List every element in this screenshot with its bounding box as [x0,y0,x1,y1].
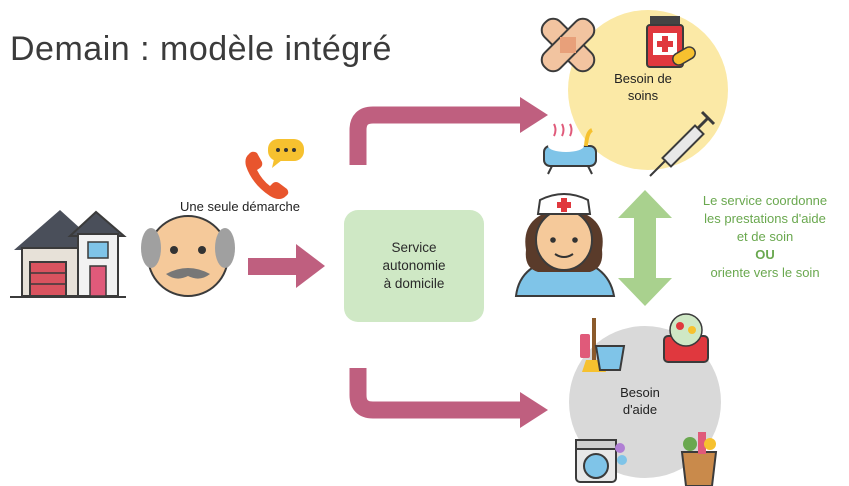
coordination-double-arrow [618,190,672,306]
help-need-line-2: d'aide [622,402,658,417]
coordination-line-5: oriente vers le soin [710,265,820,280]
service-line-1: Service [391,240,437,255]
grocery-bag-icon [680,432,718,486]
service-line-2: autonomie [382,258,446,273]
medicine-bottle-icon [646,16,696,68]
help-need-label: Besoin d'aide [585,384,695,418]
bandage-icon [540,17,596,73]
arrow-to-service [248,244,325,288]
coordination-line-1: Le service coordonne [702,193,828,208]
house-icon [10,210,127,298]
coordination-line-3: et de soin [736,229,794,244]
help-need-line-1: Besoin [620,385,660,400]
single-step-label: Une seule démarche [180,199,300,214]
coordination-or: OU [755,247,775,262]
coordination-text: Le service coordonne les prestations d'a… [682,192,848,282]
washing-machine-icon [575,439,627,483]
service-box: Service autonomie à domicile [344,210,484,322]
care-need-line-2: soins [627,88,659,103]
syringe-icon [649,110,716,177]
nurse-icon [514,193,616,297]
bathtub-icon [543,123,597,175]
cooking-pot-icon [663,313,709,363]
phone-chat-icon [245,139,304,199]
service-label: Service autonomie à domicile [359,239,469,293]
coordination-line-2: les prestations d'aide [704,211,826,226]
care-need-line-1: Besoin de [614,71,672,86]
arrow-to-care [349,97,548,165]
service-line-3: à domicile [383,276,445,291]
care-need-label: Besoin de soins [588,70,698,104]
arrow-to-help [349,368,548,428]
cleaning-bucket-icon [580,318,626,372]
elderly-man-icon [141,215,235,297]
slide-title: Demain : modèle intégré [10,30,392,68]
